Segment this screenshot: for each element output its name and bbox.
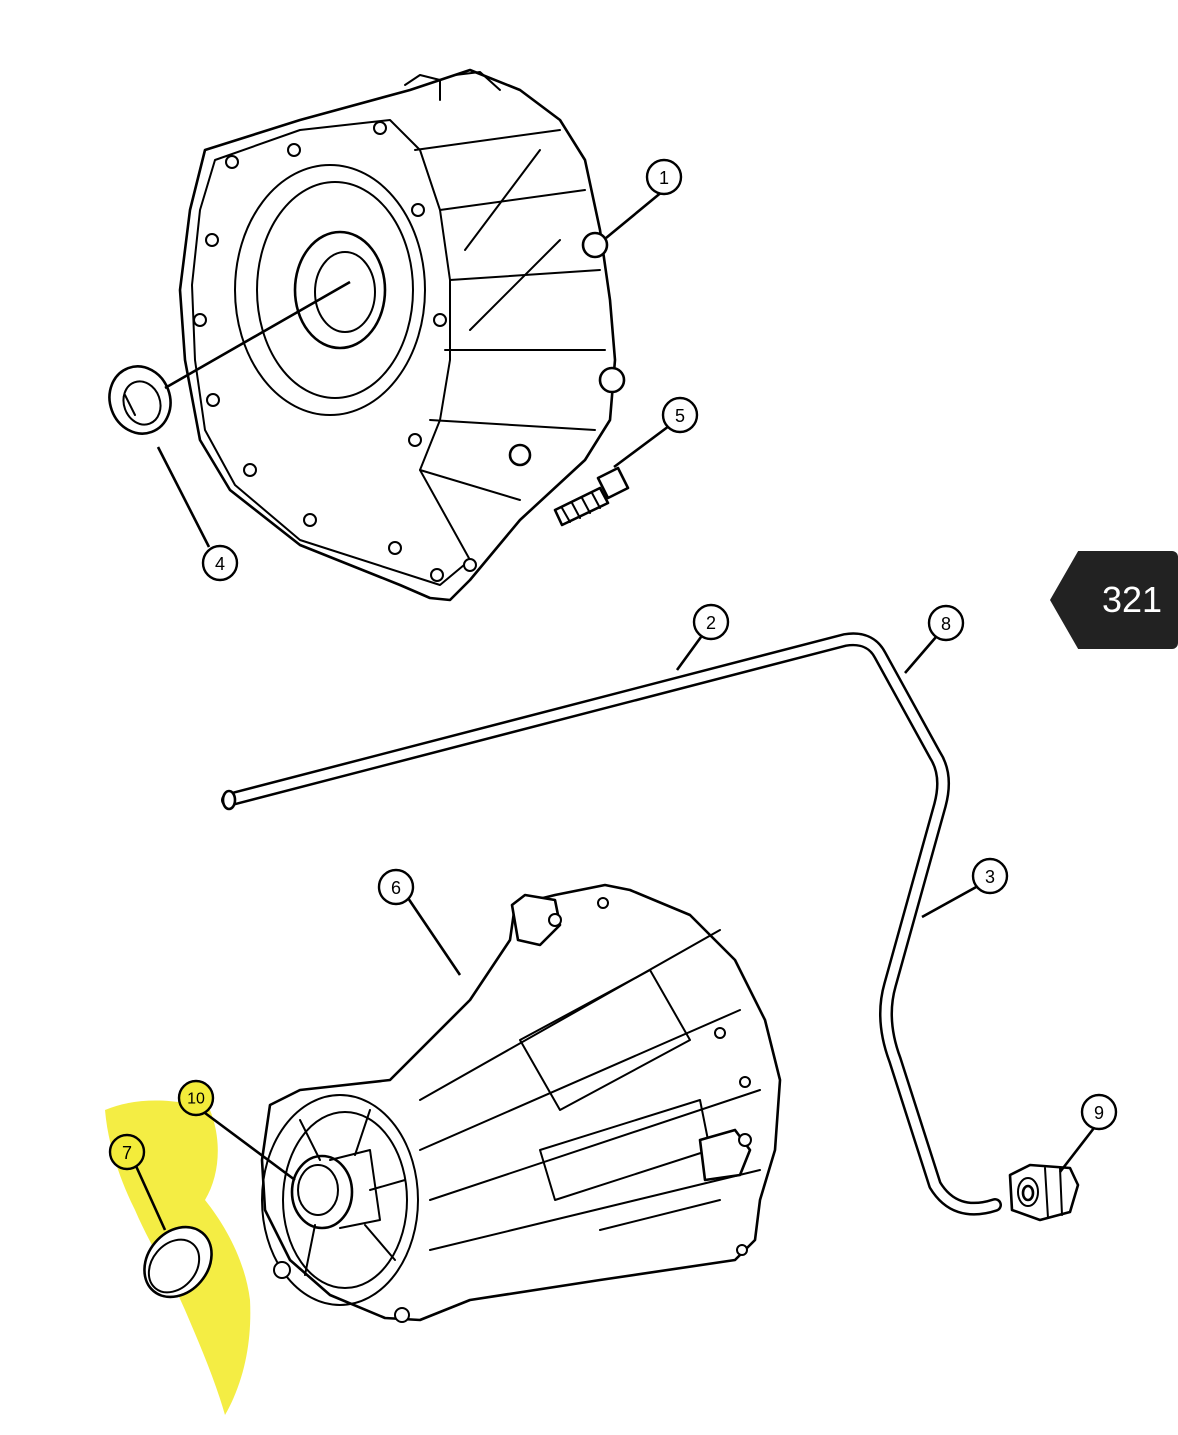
callout-8: 8 [927, 604, 965, 642]
extension-housing [260, 883, 782, 1323]
callout-10: 10 [177, 1079, 215, 1117]
callout-6: 6 [377, 868, 415, 906]
callout-5: 5 [661, 396, 699, 434]
callout-8-label: 8 [941, 614, 951, 634]
bolt [553, 466, 630, 527]
callout-9: 9 [1080, 1093, 1118, 1131]
callout-9-label: 9 [1094, 1103, 1104, 1123]
callout-6-label: 6 [391, 878, 401, 898]
callout-3: 3 [971, 857, 1009, 895]
callout-10-label: 10 [187, 1091, 205, 1108]
callout-4: 4 [201, 544, 239, 582]
callout-7: 7 [108, 1133, 146, 1171]
leader-lines [134, 189, 1096, 1231]
callout-1: 1 [645, 158, 683, 196]
callout-2-label: 2 [706, 613, 716, 633]
callout-5-label: 5 [675, 406, 685, 426]
adapter-housing [178, 68, 626, 602]
rear-seal [143, 1225, 213, 1299]
callout-1-label: 1 [659, 168, 669, 188]
front-seal [108, 365, 172, 435]
callout-4-label: 4 [215, 554, 225, 574]
vent-tube [221, 632, 1002, 1216]
page-tab [1050, 551, 1178, 649]
vent-fitting [1008, 1163, 1080, 1222]
callout-7-label: 7 [122, 1143, 132, 1163]
callout-3-label: 3 [985, 867, 995, 887]
callout-2: 2 [692, 603, 730, 641]
page-number: 321 [1101, 579, 1163, 620]
